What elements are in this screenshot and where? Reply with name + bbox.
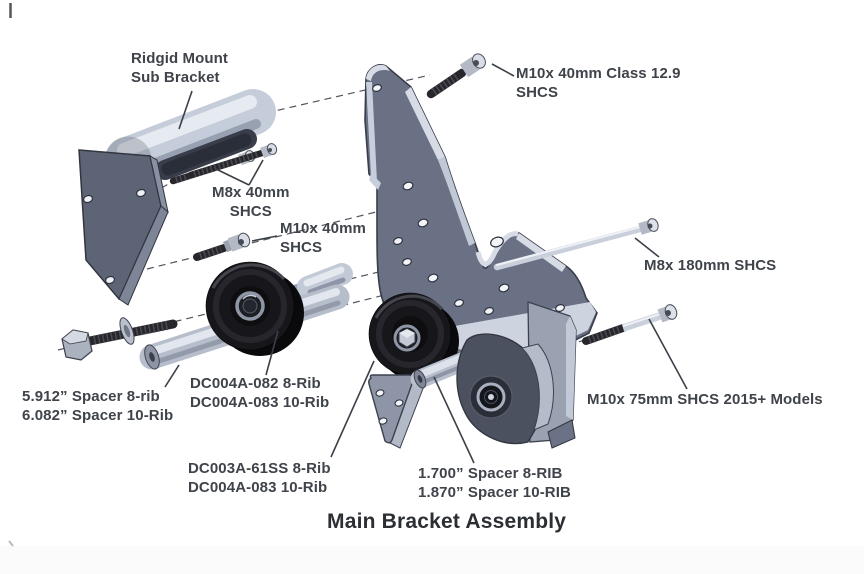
label-ridgid-mount-sub-bracket: Ridgid Mount Sub Bracket: [131, 50, 229, 86]
leader-lines: [164, 63, 688, 464]
crop-border-artifact: [8, 3, 14, 547]
label-dc003-pulley: DC003A-61SS 8-Rib DC004A-083 10-Rib: [188, 460, 331, 496]
label-m10-40-class-shcs: M10x 40mm Class 12.9 SHCS: [516, 65, 681, 101]
tensioner-assembly: [456, 301, 577, 449]
sub-bracket-holes: [82, 188, 147, 285]
label-dc004-pulley: DC004A-082 8-Rib DC004A-083 10-Rib: [190, 375, 330, 411]
stepped-bushing: [289, 263, 353, 298]
m10-40-class-bolt: [426, 53, 486, 99]
m8-180-bolt: [493, 218, 659, 271]
diagram-title: Main Bracket Assembly: [327, 510, 567, 533]
label-short-spacer: 1.700” Spacer 8-RIB 1.870” Spacer 10-RIB: [418, 465, 571, 501]
tensioner-bearing: [469, 375, 513, 419]
label-m10-75-shcs: M10x 75mm SHCS 2015+ Models: [587, 391, 823, 408]
idler-pulley-2: [368, 292, 459, 381]
idler-pulley-1: [205, 261, 304, 356]
label-m8-40-shcs: M8x 40mm SHCS: [212, 184, 290, 220]
sub-bracket: [78, 88, 277, 306]
label-m8-180-shcs: M8x 180mm SHCS: [644, 257, 777, 274]
m8-40-bolts: [169, 143, 278, 185]
label-m10-40-shcs: M10x 40mm SHCS: [280, 220, 366, 256]
hex-bolt-washer: [61, 317, 178, 361]
label-long-spacer: 5.912” Spacer 8-rib 6.082” Spacer 10-Rib: [22, 388, 174, 424]
main-bracket-holes: [372, 84, 565, 322]
m10-40-bolt: [193, 232, 251, 261]
m10-75-bolt: [582, 304, 678, 345]
bottom-margin-strip: [0, 546, 864, 574]
